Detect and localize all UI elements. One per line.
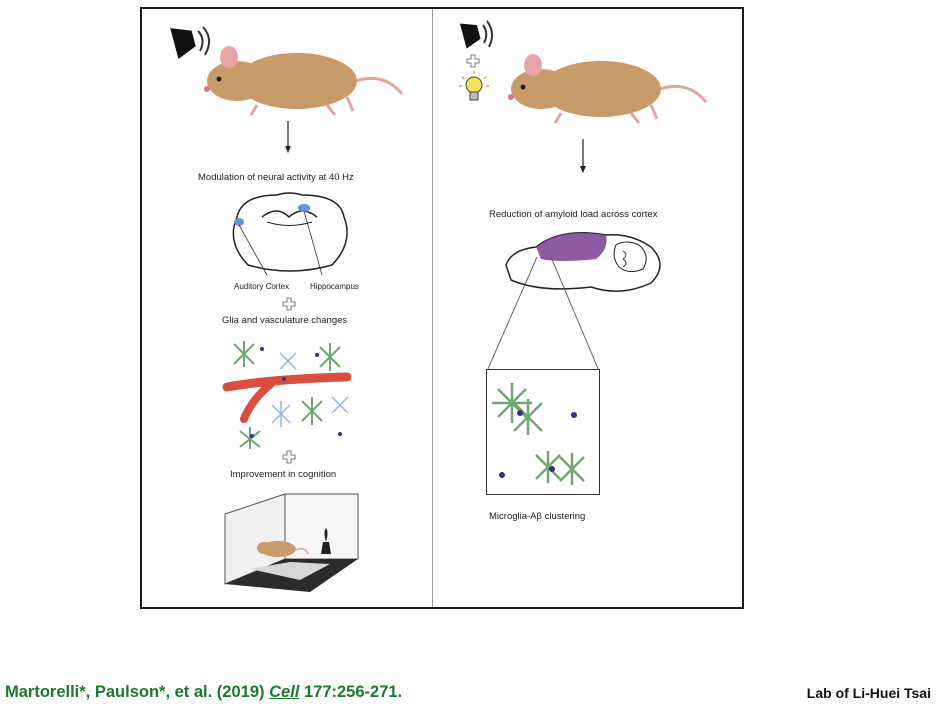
maze-arena-illustration (224, 493, 359, 592)
panel-divider (432, 9, 433, 607)
lightbulb-icon (459, 71, 489, 101)
glia-vasculature-illustration (222, 341, 352, 449)
lab-credit: Lab of Li-Huei Tsai (806, 685, 931, 701)
step-glia-vasculature: Glia and vasculature changes (222, 315, 348, 326)
mouse-illustration (508, 54, 708, 124)
label-auditory-cortex: Auditory Cortex (234, 282, 290, 291)
step-modulation: Modulation of neural activity at 40 Hz (198, 172, 354, 183)
label-hippocampus: Hippocampus (310, 282, 359, 291)
arrow-down-icon (285, 121, 291, 153)
plus-icon (466, 54, 480, 68)
arrow-down-icon (580, 139, 586, 173)
figure-frame: Modulation of neural activity at 40 Hz A… (140, 7, 744, 609)
step-microglia-clustering: Microglia-Aβ clustering (489, 511, 586, 522)
citation-volume-pages: 177:256-271. (303, 683, 403, 701)
speaker-icon (170, 26, 210, 60)
brain-sagittal-illustration (505, 232, 661, 292)
speaker-icon (459, 20, 493, 49)
step-amyloid-reduction: Reduction of amyloid load across cortex (489, 209, 658, 220)
step-cognition: Improvement in cognition (230, 469, 337, 480)
zoom-lines (486, 256, 600, 372)
brain-section-illustration (232, 192, 348, 276)
plus-icon (282, 297, 296, 311)
right-panel-audiovisual: Reduction of amyloid load across cortex … (433, 9, 744, 607)
plus-icon (282, 450, 296, 464)
citation-authors: Martorelli*, Paulson*, et al. (2019) (5, 683, 265, 701)
citation: Martorelli*, Paulson*, et al. (2019) Cel… (5, 683, 402, 702)
microglia-zoom-box (486, 369, 600, 495)
citation-journal-link[interactable]: Cell (269, 683, 300, 701)
mouse-illustration (204, 46, 404, 116)
left-panel-auditory: Modulation of neural activity at 40 Hz A… (142, 9, 432, 607)
